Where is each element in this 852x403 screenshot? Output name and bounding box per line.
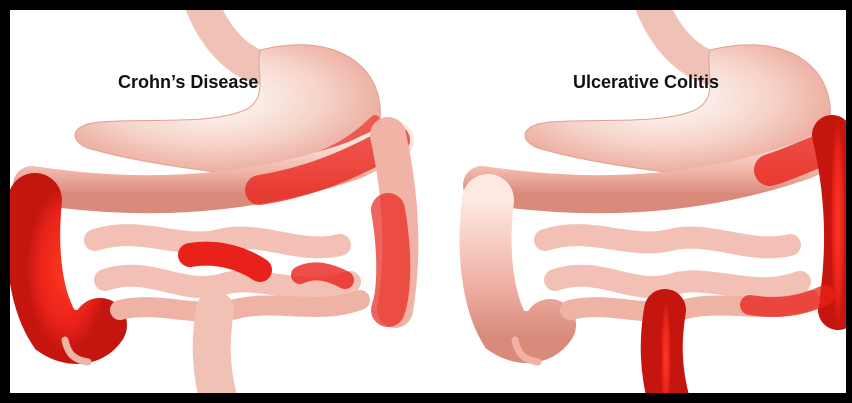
- crohns-tract: [32, 10, 400, 393]
- digestive-tract-illustration: [10, 10, 846, 393]
- ulcerative-colitis-label: Ulcerative Colitis: [573, 72, 719, 93]
- crohns-disease-label: Crohn’s Disease: [118, 72, 258, 93]
- ulcerative-colitis-tract: [482, 10, 844, 393]
